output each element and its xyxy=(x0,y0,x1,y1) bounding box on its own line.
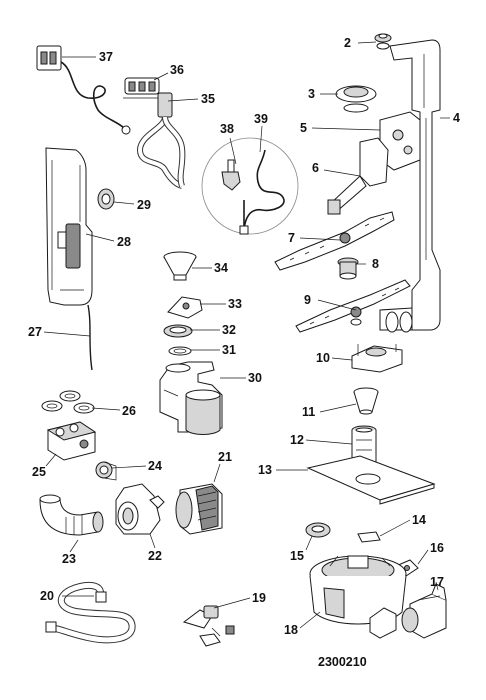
drawing-code: 2300210 xyxy=(318,655,367,669)
part-35-hose xyxy=(136,92,186,189)
callout-34: 34 xyxy=(214,261,228,275)
callout-35: 35 xyxy=(201,92,215,106)
part-36-connector xyxy=(123,77,160,99)
callout-19: 19 xyxy=(252,591,266,605)
part-31-gasket xyxy=(168,346,192,356)
part-27-cable xyxy=(87,304,93,371)
part-26-gaskets xyxy=(41,390,95,414)
part-22-sump-housing xyxy=(115,483,165,535)
part-4-supply-tube xyxy=(379,39,441,333)
callout-8: 8 xyxy=(372,257,379,271)
part-24-sleeve xyxy=(95,461,117,481)
callout-5: 5 xyxy=(300,121,307,135)
callout-9: 9 xyxy=(304,293,311,307)
part-11-tube xyxy=(353,387,379,415)
part-6-pipe xyxy=(327,137,389,215)
part-37-connector-cable xyxy=(36,45,131,135)
callout-17: 17 xyxy=(430,575,444,589)
callout-7: 7 xyxy=(288,231,295,245)
part-2-nut xyxy=(374,33,392,50)
part-7-upper-spray-arm xyxy=(274,211,395,271)
callout-29: 29 xyxy=(137,198,151,212)
part-34-funnel xyxy=(163,251,197,281)
callout-30: 30 xyxy=(248,371,262,385)
callout-26: 26 xyxy=(122,404,136,418)
callout-31: 31 xyxy=(222,343,236,357)
part-15-seal-ring xyxy=(305,522,331,538)
part-13-filter-plate xyxy=(306,455,436,505)
callout-16: 16 xyxy=(430,541,444,555)
part-21-motor xyxy=(175,483,223,535)
callout-14: 14 xyxy=(412,513,426,527)
part-25-valve-block xyxy=(46,421,97,461)
part-19-connector xyxy=(182,605,235,647)
part-30-container xyxy=(159,361,223,435)
part-8-nut xyxy=(337,257,359,280)
callout-24: 24 xyxy=(148,459,162,473)
part-10-support xyxy=(351,344,403,373)
callout-32: 32 xyxy=(222,323,236,337)
callout-15: 15 xyxy=(290,549,304,563)
callout-27: 27 xyxy=(28,325,42,339)
part-18-sump-assembly xyxy=(309,555,407,639)
part-33-cap xyxy=(167,296,203,319)
callout-4: 4 xyxy=(453,111,460,125)
part-14-clip xyxy=(357,531,381,543)
part-29-grommet xyxy=(97,188,115,210)
part-23-elbow-hose xyxy=(39,494,104,536)
part-32-ring-nut xyxy=(163,324,193,338)
part-17-drain-pump xyxy=(401,583,447,639)
part-3-hub xyxy=(335,85,377,113)
callout-37: 37 xyxy=(99,50,113,64)
callout-36: 36 xyxy=(170,63,184,77)
callout-20: 20 xyxy=(40,589,54,603)
callout-23: 23 xyxy=(62,552,76,566)
callout-3: 3 xyxy=(308,87,315,101)
leader-lines xyxy=(43,41,450,629)
callout-21: 21 xyxy=(218,450,232,464)
callout-18: 18 xyxy=(284,623,298,637)
part-28-side-panel xyxy=(45,147,93,306)
callout-13: 13 xyxy=(258,463,272,477)
callout-11: 11 xyxy=(302,405,315,419)
callout-22: 22 xyxy=(148,549,162,563)
callout-33: 33 xyxy=(228,297,242,311)
part-5-distributor xyxy=(379,111,421,171)
callout-12: 12 xyxy=(290,433,304,447)
callout-25: 25 xyxy=(32,465,46,479)
callout-2: 2 xyxy=(344,36,351,50)
part-38-39-detail-circle xyxy=(201,137,299,235)
callout-10: 10 xyxy=(316,351,330,365)
callout-38: 38 xyxy=(220,122,234,136)
callout-6: 6 xyxy=(312,161,319,175)
callout-labels: 37 36 35 38 39 29 28 27 34 33 32 31 30 2… xyxy=(28,36,460,637)
part-20-drain-hose xyxy=(45,582,136,644)
callout-39: 39 xyxy=(254,112,268,126)
callout-28: 28 xyxy=(117,235,131,249)
